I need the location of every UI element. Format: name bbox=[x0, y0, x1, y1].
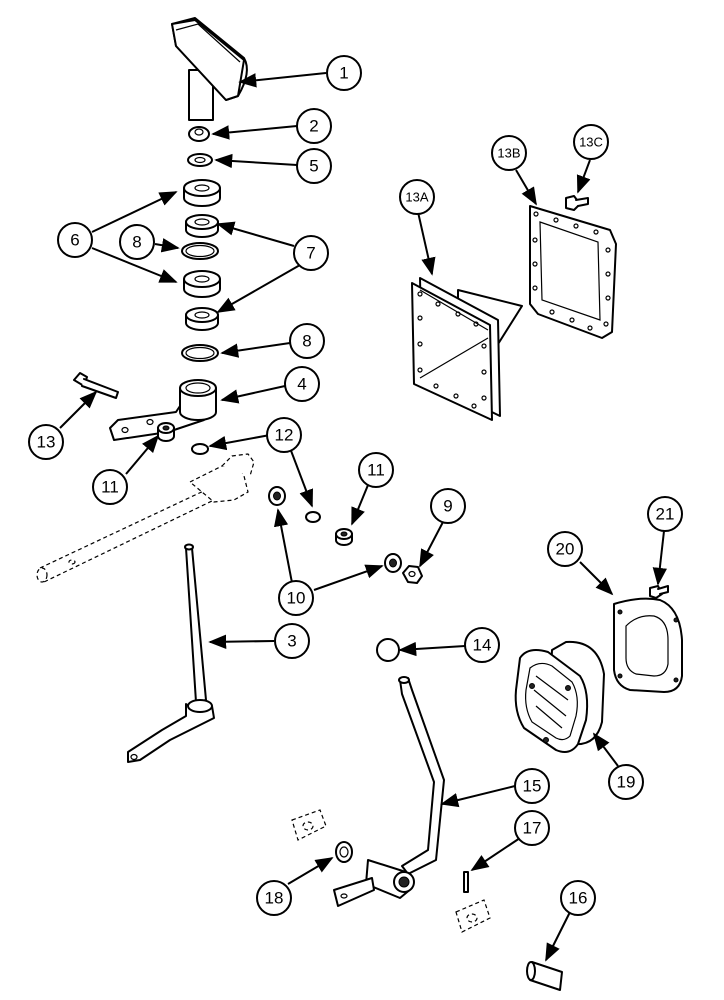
callout-16: 16 bbox=[560, 880, 596, 916]
callout-3: 3 bbox=[274, 623, 310, 659]
callout-13b: 13B bbox=[491, 135, 527, 171]
callout-7-label: 7 bbox=[306, 244, 315, 263]
callout-1: 1 bbox=[326, 55, 362, 91]
callout-17-label: 17 bbox=[523, 819, 542, 838]
callout-11-left-label: 11 bbox=[101, 478, 119, 497]
callout-13: 13 bbox=[28, 424, 64, 460]
callout-11-right-label: 11 bbox=[367, 461, 385, 480]
callout-13c-label: 13C bbox=[579, 135, 603, 150]
callout-7: 7 bbox=[293, 235, 329, 271]
callout-10-label: 10 bbox=[287, 589, 306, 608]
callout-8-lower-label: 8 bbox=[302, 332, 311, 351]
callout-13a-label: 13A bbox=[405, 190, 428, 205]
part-6-bushing-lower bbox=[183, 270, 221, 298]
callout-13-label: 13 bbox=[37, 433, 56, 452]
shift-rail-phantom bbox=[36, 453, 255, 583]
callout-2-label: 2 bbox=[309, 117, 318, 136]
callout-17: 17 bbox=[514, 810, 550, 846]
part-13b-cover-gasket bbox=[529, 205, 617, 339]
part-12-o-ring-upper bbox=[191, 443, 209, 455]
part-19-rubber-boot bbox=[514, 640, 605, 753]
part-13-bolt bbox=[73, 372, 119, 399]
part-14-lever-ball bbox=[376, 638, 400, 662]
callout-1-label: 1 bbox=[339, 64, 348, 83]
callout-18-label: 18 bbox=[265, 889, 284, 908]
part-12-o-ring-lower bbox=[305, 511, 321, 523]
phantom-pad-upper bbox=[291, 809, 327, 841]
part-5-washer bbox=[187, 153, 213, 167]
callout-15-label: 15 bbox=[523, 777, 542, 796]
callout-3-label: 3 bbox=[287, 632, 296, 651]
part-20-boot-plate bbox=[613, 597, 683, 693]
callout-13a: 13A bbox=[399, 179, 435, 215]
callout-6-label: 6 bbox=[70, 231, 79, 250]
callout-11-right: 11 bbox=[358, 452, 394, 488]
callout-19: 19 bbox=[608, 764, 644, 800]
part-18-washer bbox=[335, 841, 353, 863]
callout-11-left: 11 bbox=[92, 469, 128, 505]
callout-5-label: 5 bbox=[309, 157, 318, 176]
callout-13b-label: 13B bbox=[497, 146, 520, 161]
part-11-spacer-lower bbox=[335, 528, 353, 546]
part-7-bushing-lower bbox=[185, 307, 219, 331]
callout-18: 18 bbox=[256, 880, 292, 916]
part-7-bushing-upper bbox=[185, 214, 219, 238]
part-13a-tower-plate bbox=[411, 277, 523, 421]
part-13c-screw bbox=[565, 195, 589, 211]
part-1-shift-knob bbox=[171, 17, 248, 121]
part-21-screw bbox=[649, 585, 669, 599]
callout-12-label: 12 bbox=[275, 426, 294, 445]
callout-9: 9 bbox=[430, 488, 466, 524]
callout-15: 15 bbox=[514, 768, 550, 804]
part-2-nut bbox=[188, 126, 210, 142]
part-10-bearing-lower bbox=[384, 553, 402, 573]
callout-8-upper: 8 bbox=[119, 224, 155, 260]
callout-21-label: 21 bbox=[656, 505, 675, 524]
callout-4: 4 bbox=[284, 366, 320, 402]
callout-10: 10 bbox=[278, 580, 314, 616]
leader-lines bbox=[59, 72, 667, 962]
callout-13c: 13C bbox=[573, 124, 609, 160]
callout-12: 12 bbox=[266, 417, 302, 453]
part-8-snap-ring-lower bbox=[181, 344, 219, 362]
part-10-bearing-upper bbox=[268, 486, 286, 506]
callout-14-label: 14 bbox=[473, 636, 492, 655]
callout-20-label: 20 bbox=[556, 540, 575, 559]
callout-20: 20 bbox=[547, 531, 583, 567]
callout-21: 21 bbox=[647, 496, 683, 532]
part-17-roll-pin bbox=[463, 871, 469, 893]
callout-14: 14 bbox=[464, 627, 500, 663]
callout-6: 6 bbox=[57, 222, 93, 258]
part-16-pin bbox=[526, 961, 563, 991]
callout-8-lower: 8 bbox=[289, 323, 325, 359]
part-3-shift-lever bbox=[127, 543, 215, 763]
part-15-gear-lever bbox=[333, 676, 445, 907]
phantom-pad-lower bbox=[455, 899, 491, 933]
callout-16-label: 16 bbox=[569, 889, 588, 908]
part-4-lever-bracket bbox=[109, 379, 217, 441]
part-6-bushing-upper bbox=[183, 179, 221, 207]
callout-9-label: 9 bbox=[443, 497, 452, 516]
callout-2: 2 bbox=[296, 108, 332, 144]
callout-4-label: 4 bbox=[297, 375, 306, 394]
callout-5: 5 bbox=[296, 148, 332, 184]
part-8-snap-ring-upper bbox=[181, 242, 219, 260]
part-9-nut bbox=[402, 565, 423, 584]
callout-8-upper-label: 8 bbox=[132, 233, 141, 252]
part-11-spacer-upper bbox=[157, 422, 175, 442]
callout-19-label: 19 bbox=[617, 773, 636, 792]
